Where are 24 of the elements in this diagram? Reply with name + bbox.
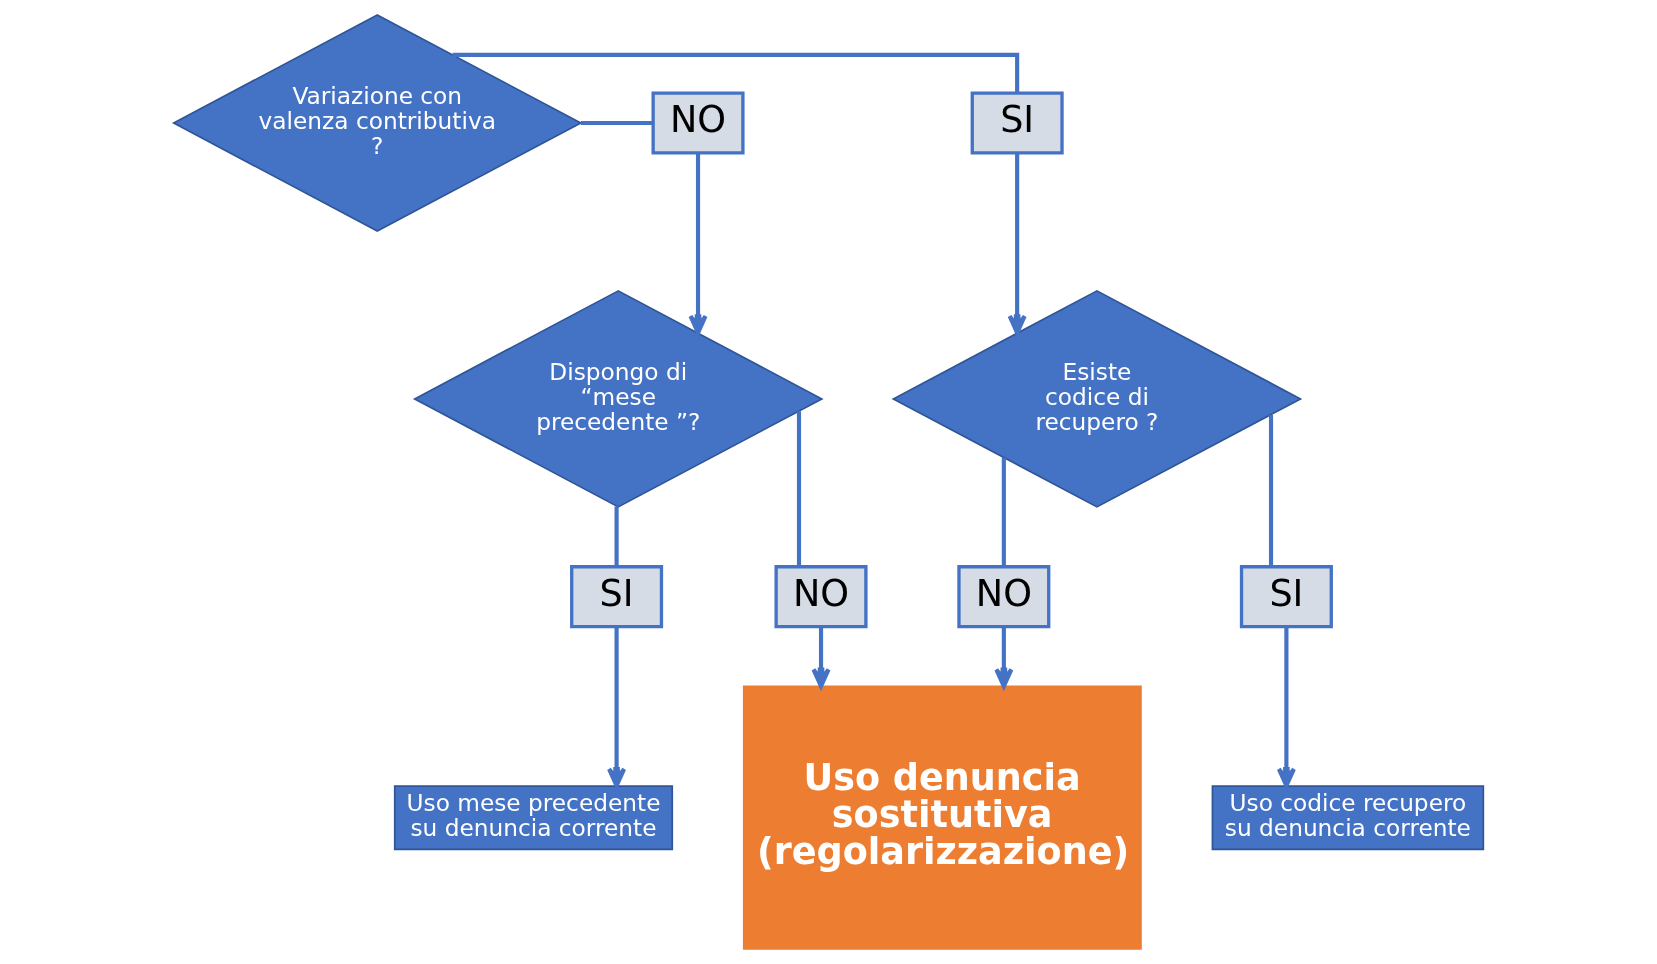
arrow — [1007, 153, 1027, 335]
connector — [452, 52, 1020, 93]
node-box: Uso denuncia sostitutiva (regolarizzazione) — [742, 685, 1142, 950]
arrow — [1276, 626, 1296, 788]
node-box: NO — [774, 565, 868, 629]
arrow — [811, 626, 831, 689]
node-box: Uso mese precedente su denuncia corrente — [393, 785, 674, 851]
connector — [1001, 457, 1006, 567]
arrow — [607, 626, 627, 788]
node-diamond: Variazione con valenza contributiva ? — [171, 14, 583, 232]
node-box: NO — [957, 565, 1051, 629]
connector — [580, 120, 653, 126]
node-box: Uso codice recupero su denuncia corrente — [1211, 785, 1485, 851]
connector — [796, 411, 802, 567]
node-box: SI — [570, 565, 664, 629]
arrow — [994, 626, 1014, 689]
node-diamond: Dispongo di “mese precedente ”? — [412, 289, 824, 508]
node-box: NO — [651, 91, 745, 155]
node-box: SI — [970, 91, 1064, 155]
arrow — [688, 153, 708, 335]
node-diamond: Esiste codice di recupero ? — [891, 289, 1303, 508]
connector — [614, 506, 619, 567]
connector — [1268, 415, 1274, 567]
node-box: SI — [1239, 565, 1333, 629]
